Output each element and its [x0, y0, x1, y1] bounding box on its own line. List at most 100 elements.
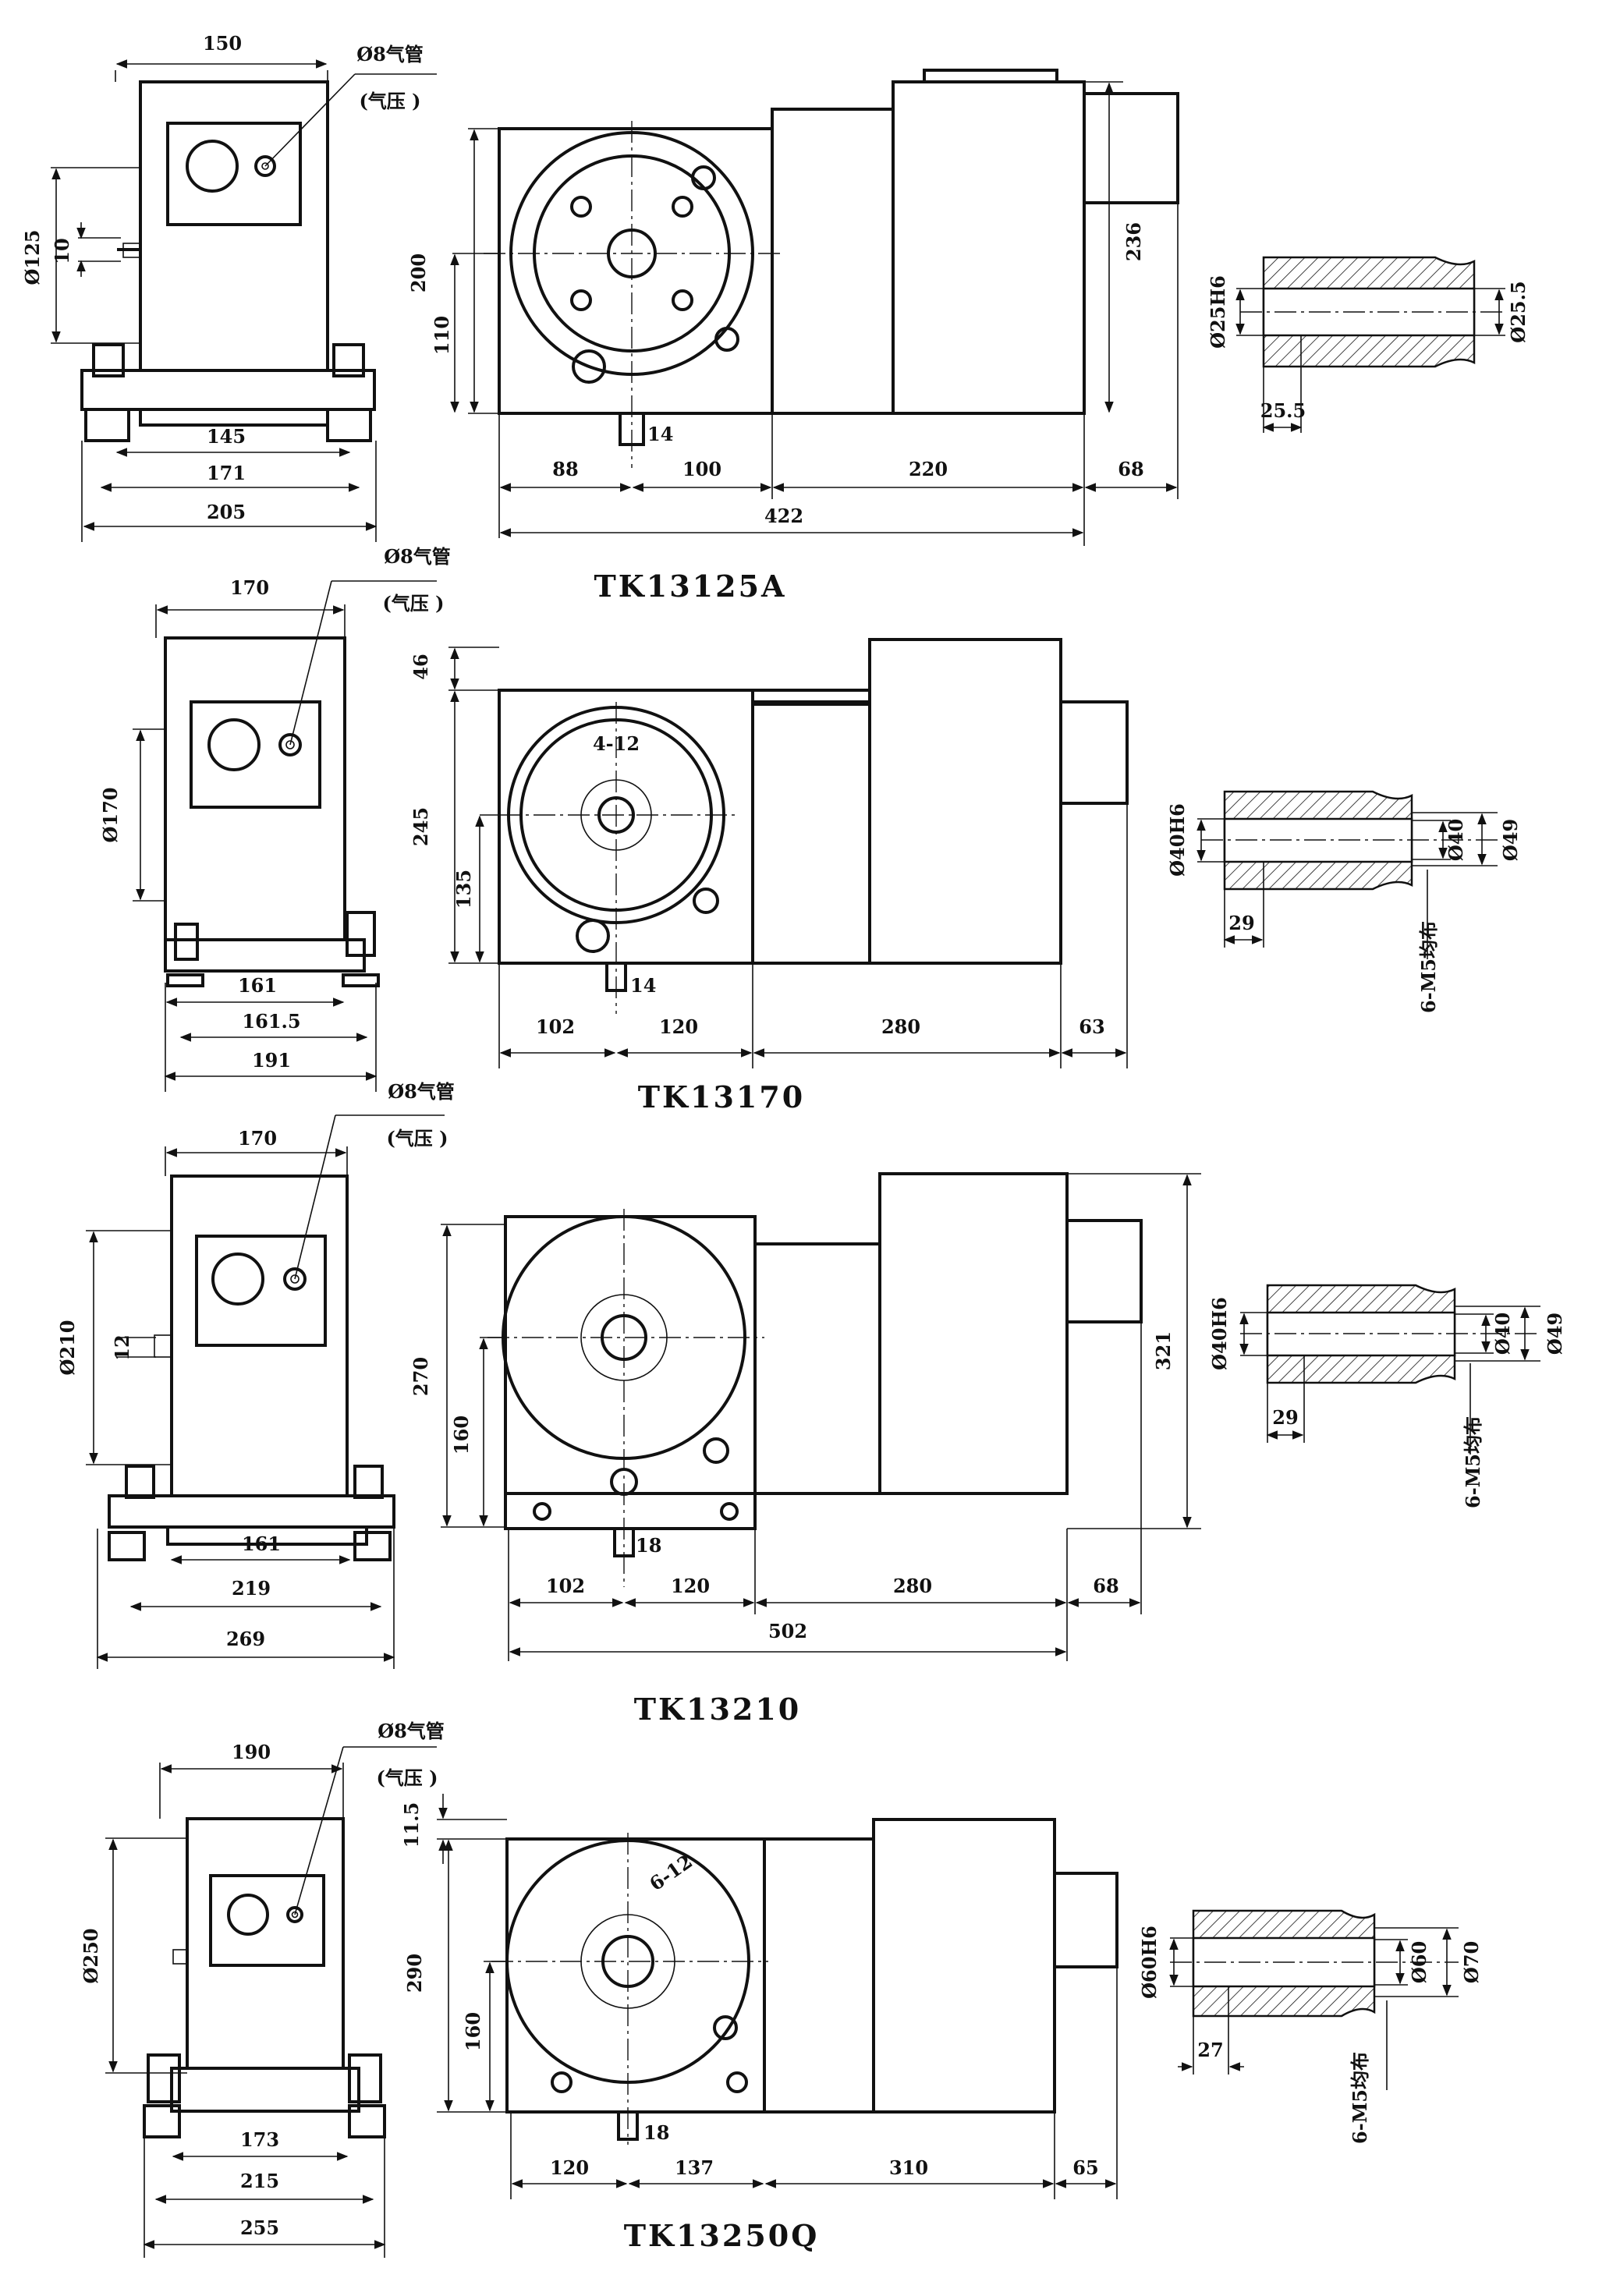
label-air-pipe: Ø8气管 — [356, 43, 424, 66]
model-tk13170: 170 Ø170 161 161.5 191 Ø8气管 (气压 ) — [99, 545, 1522, 1114]
dim-center-height: 160 — [450, 1416, 473, 1454]
spindle-bore: Ø40H6 — [1208, 1297, 1231, 1370]
thread-holes: 6-M5均布 — [1349, 2052, 1371, 2144]
dim-top-height: 46 — [409, 654, 432, 679]
label-air-pressure: (气压 ) — [382, 592, 444, 615]
dim-d3: 280 — [881, 1015, 920, 1038]
dim-d1: 102 — [536, 1015, 575, 1038]
dim-b2: 161.5 — [242, 1010, 300, 1033]
dim-slot: 14 — [647, 423, 673, 445]
dim-b1: 173 — [240, 2128, 279, 2151]
dim-center-height: 135 — [452, 870, 475, 909]
dim-height: 200 — [407, 253, 430, 292]
spindle-depth: 27 — [1197, 2039, 1223, 2061]
model-title: TK13210 — [634, 1692, 802, 1727]
spindle-depth: 29 — [1228, 912, 1254, 934]
dim-slot: 18 — [636, 1534, 661, 1557]
front-view: 270 160 18 102 120 280 68 502 321 TK1321… — [409, 1172, 1201, 1727]
dim-d4: 68 — [1093, 1575, 1118, 1597]
dim-top: 170 — [230, 576, 269, 599]
side-view: 150 Ø125 10 145 171 205 Ø8气管 (气压 ) — [21, 32, 437, 542]
dim-top: 150 — [203, 32, 242, 55]
spindle-section: Ø60H6 Ø60 Ø70 27 6-M5均布 — [1138, 1909, 1483, 2144]
dim-height: 245 — [409, 807, 432, 846]
spindle-inner: Ø40 — [1491, 1313, 1514, 1355]
dim-b3: 255 — [240, 2216, 279, 2239]
spindle-depth: 25.5 — [1260, 399, 1306, 422]
spindle-outer: Ø49 — [1499, 819, 1522, 861]
model-tk13210: 170 Ø210 12 161 219 269 Ø8气管 (气压 ) — [56, 1080, 1566, 1727]
dim-d1: 120 — [550, 2156, 589, 2179]
dim-b1: 161 — [242, 1532, 281, 1555]
label-air-pipe: Ø8气管 — [384, 545, 451, 568]
dim-total: 422 — [764, 505, 803, 527]
dim-center-height: 160 — [462, 2012, 484, 2051]
dim-small: 10 — [51, 238, 73, 264]
dim-slots: 4-12 — [593, 732, 640, 755]
spindle-inner: Ø40 — [1445, 819, 1467, 861]
dim-d1: 102 — [546, 1575, 585, 1597]
side-view: 170 Ø170 161 161.5 191 Ø8气管 (气压 ) — [99, 545, 451, 1092]
spindle-bore: Ø40H6 — [1166, 803, 1189, 877]
dim-slot: 14 — [630, 974, 656, 997]
dim-motor-height: 321 — [1152, 1331, 1175, 1370]
dim-center-height: 110 — [431, 316, 453, 355]
dim-height: 270 — [409, 1357, 432, 1396]
side-view: 190 Ø250 173 215 255 Ø8气管 (气压 ) — [80, 1720, 445, 2258]
model-tk13125a: 150 Ø125 10 145 171 205 Ø8气管 (气压 ) — [21, 32, 1530, 604]
dim-slot: 18 — [643, 2121, 669, 2144]
label-air-pressure: (气压 ) — [386, 1127, 448, 1150]
dim-d1: 88 — [552, 458, 578, 480]
dim-diameter: Ø250 — [80, 1928, 102, 1983]
label-air-pressure: (气压 ) — [376, 1766, 438, 1789]
dim-b2: 171 — [207, 462, 246, 484]
dim-d3: 280 — [893, 1575, 932, 1597]
dim-b3: 191 — [252, 1049, 291, 1072]
spindle-outer: Ø49 — [1544, 1313, 1566, 1355]
spindle-section: Ø40H6 Ø40 Ø49 29 6-M5均布 — [1166, 790, 1522, 1013]
thread-holes: 6-M5均布 — [1417, 921, 1440, 1013]
dim-d4: 68 — [1118, 458, 1143, 480]
dim-top: 170 — [238, 1127, 277, 1150]
spindle-inner: Ø60 — [1408, 1941, 1430, 1983]
dim-d2: 100 — [682, 458, 721, 480]
dim-b1: 161 — [238, 974, 277, 997]
dim-d3: 220 — [909, 458, 948, 480]
dim-diameter: Ø210 — [56, 1320, 79, 1375]
dim-b3: 269 — [226, 1628, 265, 1650]
side-view: 170 Ø210 12 161 219 269 Ø8气管 (气压 ) — [56, 1080, 455, 1669]
dim-height: 290 — [403, 1954, 426, 1993]
label-air-pipe: Ø8气管 — [378, 1720, 445, 1742]
spindle-bore: Ø60H6 — [1138, 1926, 1161, 1999]
dim-b2: 219 — [232, 1577, 271, 1600]
dim-d2: 120 — [659, 1015, 698, 1038]
dim-d3: 310 — [889, 2156, 928, 2179]
front-view: 200 110 14 88 100 220 68 422 236 TK13125… — [407, 69, 1179, 604]
dim-d2: 137 — [675, 2156, 714, 2179]
model-title: TK13170 — [638, 1079, 806, 1114]
dim-diameter: Ø170 — [99, 787, 122, 842]
label-air-pipe: Ø8气管 — [388, 1080, 455, 1103]
thread-holes: 6-M5均布 — [1462, 1416, 1484, 1508]
front-view: 11.5 290 160 6-12 18 120 137 310 65 TK13… — [400, 1794, 1118, 2253]
model-title: TK13250Q — [624, 2218, 820, 2253]
model-title: TK13125A — [594, 569, 787, 604]
dim-d4: 65 — [1072, 2156, 1098, 2179]
spindle-depth: 29 — [1272, 1406, 1298, 1429]
dim-small: 12 — [111, 1334, 133, 1360]
dim-top-height: 11.5 — [400, 1802, 423, 1848]
dim-b2: 215 — [240, 2170, 279, 2192]
spindle-section: Ø25H6 Ø25.5 25.5 — [1207, 256, 1530, 433]
dim-d2: 120 — [671, 1575, 710, 1597]
dim-b1: 145 — [207, 425, 246, 448]
dim-diameter: Ø125 — [21, 229, 44, 285]
front-view: 46 245 135 4-12 14 102 120 280 63 TK1317… — [409, 638, 1129, 1114]
spindle-bore: Ø25H6 — [1207, 275, 1229, 349]
dim-b3: 205 — [207, 501, 246, 523]
label-air-pressure: (气压 ) — [359, 90, 420, 112]
spindle-section: Ø40H6 Ø40 Ø49 29 6-M5均布 — [1208, 1284, 1566, 1508]
model-tk13250q: 190 Ø250 173 215 255 Ø8气管 (气压 ) — [80, 1720, 1483, 2258]
dim-d4: 63 — [1079, 1015, 1104, 1038]
